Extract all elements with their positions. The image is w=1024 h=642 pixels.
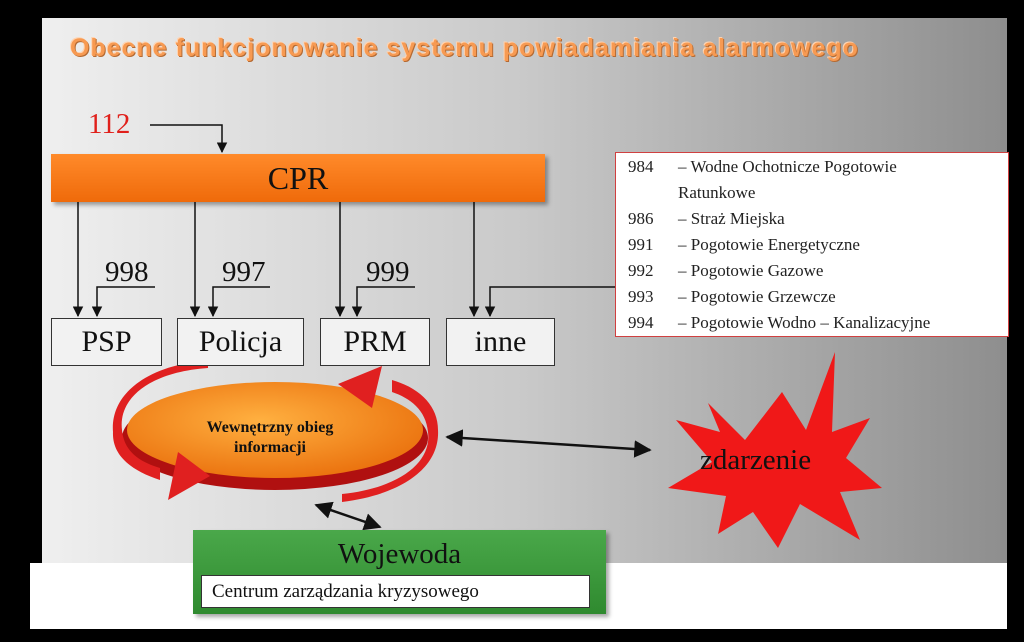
wojewoda-title: Wojewoda	[337, 538, 462, 570]
arrow-998-to-psp	[91, 286, 155, 318]
arrow-legend-to-inne	[484, 286, 615, 318]
number-999: 999	[366, 256, 410, 288]
wojewoda-box: Wojewoda Centrum zarządzania kryzysowego	[193, 530, 606, 614]
crisis-center-label: Centrum zarządzania kryzysowego	[201, 575, 590, 608]
number-112: 112	[88, 108, 131, 140]
cycle-arrow-left	[112, 360, 208, 480]
arrow-info-wojewoda	[314, 501, 382, 531]
service-policja: Policja	[177, 318, 304, 366]
arrow-997-to-policja	[207, 286, 270, 318]
event-star	[668, 352, 882, 548]
service-inne: inne	[446, 318, 555, 366]
arrow-999-to-prm	[351, 286, 415, 318]
legend-row: Ratunkowe	[678, 183, 756, 202]
legend-row: 986– Straż Miejska	[628, 209, 785, 228]
info-flow-line2: informacji	[234, 439, 306, 456]
legend-row: 993– Pogotowie Grzewcze	[628, 287, 836, 306]
legend-row: 991– Pogotowie Energetyczne	[628, 235, 860, 254]
cycle-arrowhead-left	[168, 452, 210, 500]
legend-row: 992– Pogotowie Gazowe	[628, 261, 824, 280]
service-prm: PRM	[320, 318, 430, 366]
cycle-arrowhead-right	[338, 366, 382, 408]
other-numbers-legend: 984– Wodne Ochotnicze Pogotowie Ratunkow…	[615, 152, 1009, 337]
legend-row: 984– Wodne Ochotnicze Pogotowie	[628, 157, 897, 176]
info-flow-line1: Wewnętrzny obieg	[206, 419, 334, 436]
arrow-112-to-cpr	[150, 124, 228, 154]
service-psp: PSP	[51, 318, 162, 366]
slide-title: Obecne funkcjonowanie systemu powiadamia…	[70, 34, 859, 62]
info-ellipse	[127, 382, 423, 478]
arrow-info-event	[445, 429, 652, 458]
event-label: zdarzenie	[700, 444, 812, 476]
legend-row: 994– Pogotowie Wodno – Kanalizacyjne	[628, 313, 931, 332]
number-997: 997	[222, 256, 266, 288]
cycle-arrow-right	[342, 380, 439, 502]
info-flow-label: Wewnętrzny obieg informacji	[160, 418, 380, 458]
number-998: 998	[105, 256, 149, 288]
cpr-box: CPR	[51, 154, 545, 202]
